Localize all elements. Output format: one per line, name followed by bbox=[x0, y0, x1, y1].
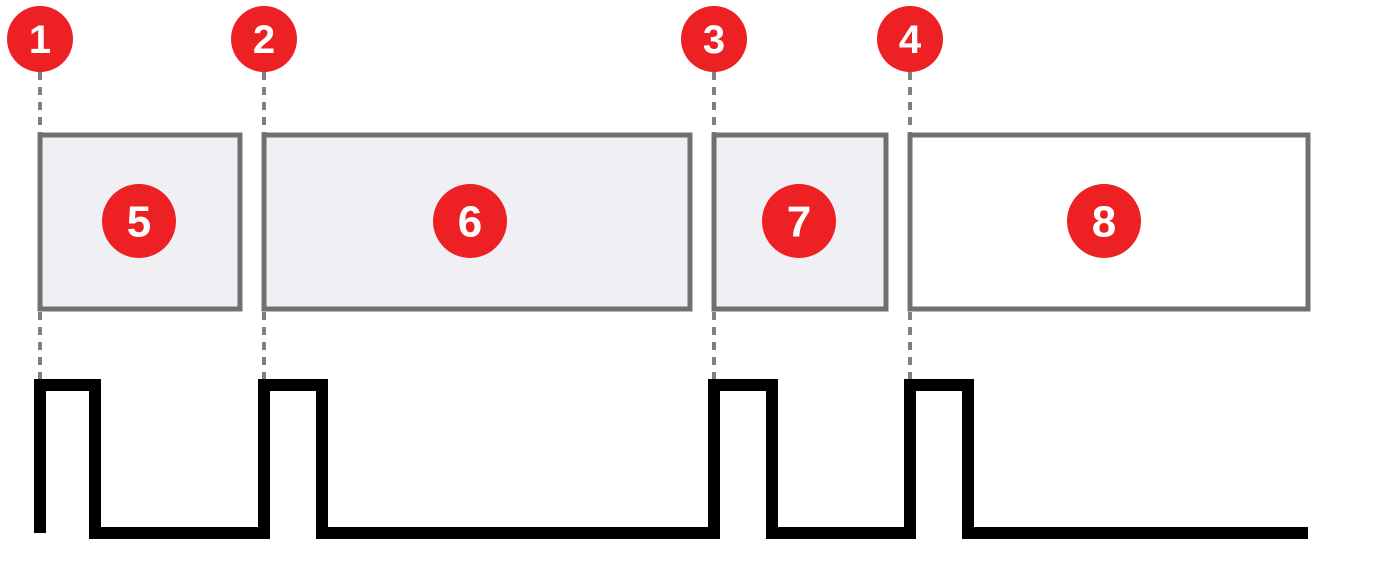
box-marker-label-7: 7 bbox=[787, 198, 811, 247]
interval-boxes-group: 5 6 7 8 bbox=[37, 132, 1311, 312]
interval-box-7[interactable]: 7 bbox=[711, 132, 889, 312]
badge-label-4: 4 bbox=[899, 18, 922, 62]
box-marker-circle-7[interactable] bbox=[762, 184, 836, 258]
waveform-group bbox=[34, 379, 1308, 539]
box-marker-circle-6[interactable] bbox=[433, 184, 507, 258]
box-marker-label-5: 5 bbox=[127, 198, 151, 247]
badge-circle-3[interactable] bbox=[681, 6, 747, 72]
guide-lines-group bbox=[38, 72, 912, 390]
top-marker-badge-2[interactable]: 2 bbox=[231, 6, 297, 72]
interval-box-6[interactable]: 6 bbox=[261, 132, 693, 312]
box-marker-circle-8[interactable] bbox=[1067, 184, 1141, 258]
box-marker-label-8: 8 bbox=[1092, 198, 1116, 247]
pulse-waveform-path bbox=[34, 379, 1308, 539]
badge-circle-2[interactable] bbox=[231, 6, 297, 72]
top-marker-badge-3[interactable]: 3 bbox=[681, 6, 747, 72]
top-marker-badge-4[interactable]: 4 bbox=[877, 6, 943, 72]
interval-box-rect-5[interactable] bbox=[37, 132, 243, 312]
badge-label-3: 3 bbox=[703, 18, 725, 62]
box-marker-circle-5[interactable] bbox=[102, 184, 176, 258]
badge-circle-4[interactable] bbox=[877, 6, 943, 72]
box-marker-label-6: 6 bbox=[458, 198, 482, 247]
top-marker-badges-group: 1 2 3 4 bbox=[7, 6, 943, 72]
interval-box-5[interactable]: 5 bbox=[37, 132, 243, 312]
badge-circle-1[interactable] bbox=[7, 6, 73, 72]
badge-label-2: 2 bbox=[253, 18, 275, 62]
top-marker-badge-1[interactable]: 1 bbox=[7, 6, 73, 72]
interval-box-8[interactable]: 8 bbox=[907, 132, 1311, 312]
badge-label-1: 1 bbox=[29, 18, 51, 62]
